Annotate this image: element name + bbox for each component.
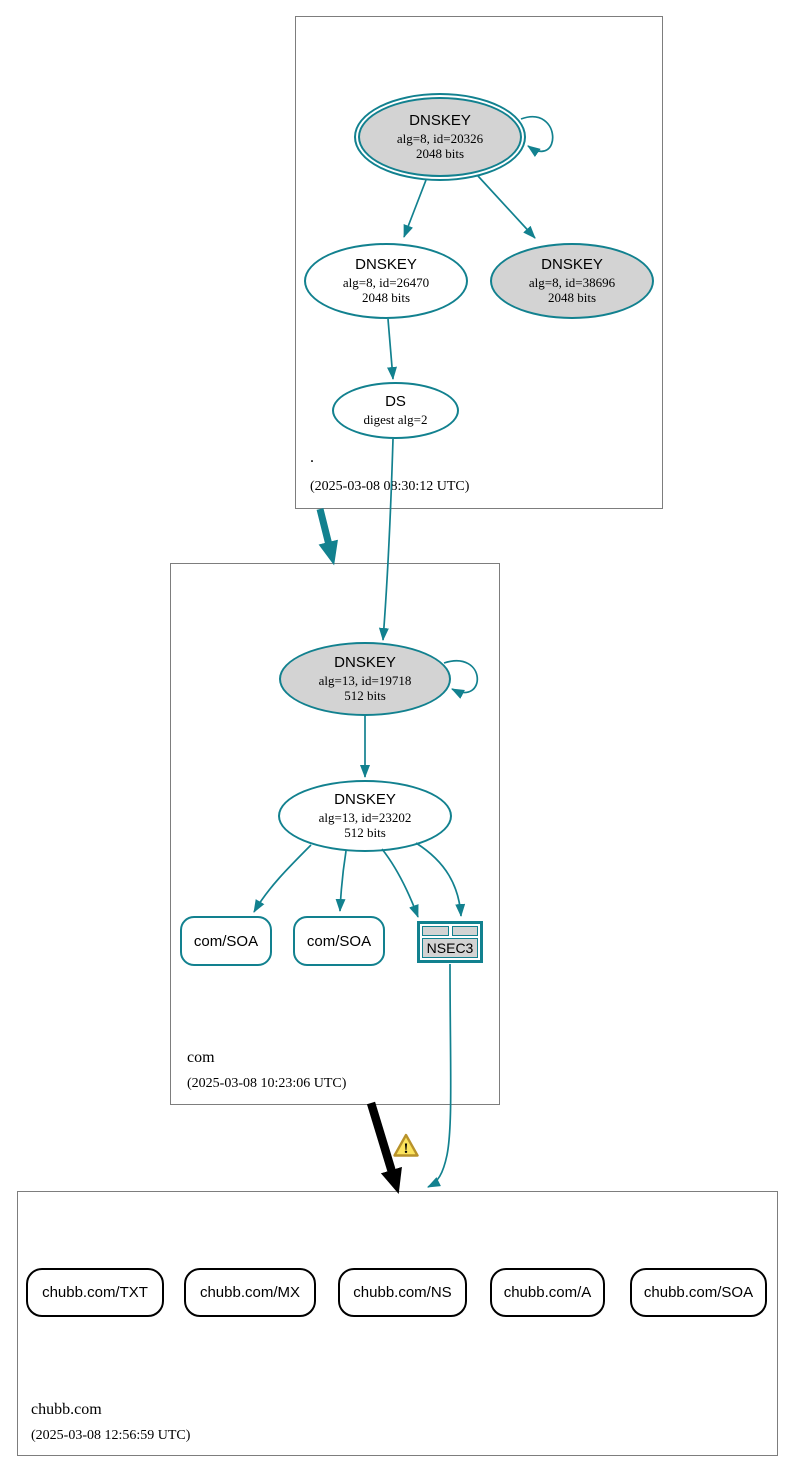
zone-timestamp-com: (2025-03-08 10:23:06 UTC): [187, 1076, 347, 1091]
zone-label-com: com: [187, 1049, 215, 1066]
node-chubb-txt[interactable]: chubb.com/TXT: [26, 1268, 164, 1317]
node-root-ds[interactable]: DS digest alg=2: [332, 382, 459, 439]
rrset-label: chubb.com/NS: [353, 1284, 452, 1301]
node-com-nsec3[interactable]: NSEC3: [417, 921, 483, 963]
node-root-dnskey-38696[interactable]: DNSKEY alg=8, id=38696 2048 bits: [490, 243, 654, 319]
rrset-label: com/SOA: [306, 932, 372, 950]
node-root-dnskey-20326-inner: DNSKEY alg=8, id=20326 2048 bits: [358, 97, 522, 177]
node-com-dnskey-19718[interactable]: DNSKEY alg=13, id=19718 512 bits: [279, 642, 451, 716]
zone-label-root: .: [310, 449, 314, 466]
node-size-label: 512 bits: [344, 825, 386, 841]
node-com-soa-2[interactable]: com/SOA: [293, 916, 385, 966]
node-size-label: 512 bits: [344, 688, 386, 704]
node-chubb-soa[interactable]: chubb.com/SOA: [630, 1268, 767, 1317]
warning-exclamation: !: [404, 1141, 409, 1157]
edge-root-delegation-secure: [316, 508, 338, 566]
node-params-label: alg=8, id=26470: [342, 275, 430, 291]
node-type-label: DNSKEY: [541, 256, 603, 274]
node-size-label: 2048 bits: [415, 146, 465, 162]
zone-box-chubb: [17, 1191, 778, 1456]
zone-timestamp-root: (2025-03-08 08:30:12 UTC): [310, 479, 470, 494]
node-type-label: DS: [385, 393, 406, 411]
nsec3-top-cells: [422, 926, 478, 936]
zone-label-chubb: chubb.com: [31, 1401, 102, 1418]
zone-box-root: [295, 16, 663, 509]
node-root-dnskey-26470[interactable]: DNSKEY alg=8, id=26470 2048 bits: [304, 243, 468, 319]
node-size-label: 2048 bits: [547, 290, 597, 306]
nsec3-label: NSEC3: [422, 938, 478, 958]
node-params-label: alg=8, id=20326: [396, 131, 484, 147]
node-chubb-mx[interactable]: chubb.com/MX: [184, 1268, 316, 1317]
warning-triangle: [393, 1133, 419, 1157]
node-params-label: alg=13, id=19718: [318, 673, 412, 689]
node-type-label: DNSKEY: [355, 256, 417, 274]
rrset-label: chubb.com/TXT: [42, 1284, 148, 1301]
node-params-label: alg=13, id=23202: [318, 810, 412, 826]
rrset-label: chubb.com/MX: [199, 1284, 301, 1301]
node-params-label: digest alg=2: [363, 412, 428, 428]
node-type-label: DNSKEY: [334, 654, 396, 672]
node-com-dnskey-23202[interactable]: DNSKEY alg=13, id=23202 512 bits: [278, 780, 452, 852]
node-com-soa-1[interactable]: com/SOA: [180, 916, 272, 966]
node-type-label: DNSKEY: [334, 791, 396, 809]
zone-timestamp-chubb: (2025-03-08 12:56:59 UTC): [31, 1428, 191, 1443]
warning-icon: !: [393, 1133, 419, 1157]
edge-com-delegation-insecure: [366, 1101, 402, 1195]
node-chubb-ns[interactable]: chubb.com/NS: [338, 1268, 467, 1317]
node-root-dnskey-20326[interactable]: DNSKEY alg=8, id=20326 2048 bits: [354, 93, 526, 181]
nsec3-cell-left: [422, 926, 449, 936]
node-size-label: 2048 bits: [361, 290, 411, 306]
node-chubb-a[interactable]: chubb.com/A: [490, 1268, 605, 1317]
node-params-label: alg=8, id=38696: [528, 275, 616, 291]
rrset-label: chubb.com/A: [503, 1284, 592, 1301]
node-type-label: DNSKEY: [409, 112, 471, 130]
rrset-label: chubb.com/SOA: [643, 1284, 754, 1301]
rrset-label: com/SOA: [193, 932, 259, 950]
nsec3-cell-right: [451, 926, 478, 936]
